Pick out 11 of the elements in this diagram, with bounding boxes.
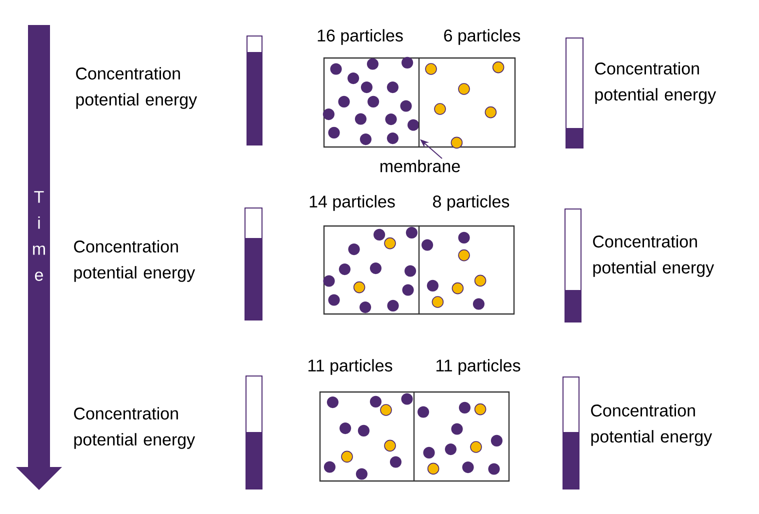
particle-count: 11 particles — [308, 359, 392, 375]
particle-count: 14 particles — [310, 195, 395, 211]
particle-count: 16 particles — [318, 29, 403, 45]
particle-count: 6 particles — [444, 29, 520, 45]
particle-count: 11 particles — [436, 359, 520, 375]
membrane-line — [418, 58, 420, 147]
gauge-label: Concentration potential energy — [595, 62, 716, 104]
gauge-label: Concentration potential energy — [593, 235, 714, 277]
membrane-label: membrane — [380, 160, 460, 172]
particle-count: 8 particles — [433, 195, 510, 211]
gauge-label: Concentration potential energy — [591, 404, 712, 446]
